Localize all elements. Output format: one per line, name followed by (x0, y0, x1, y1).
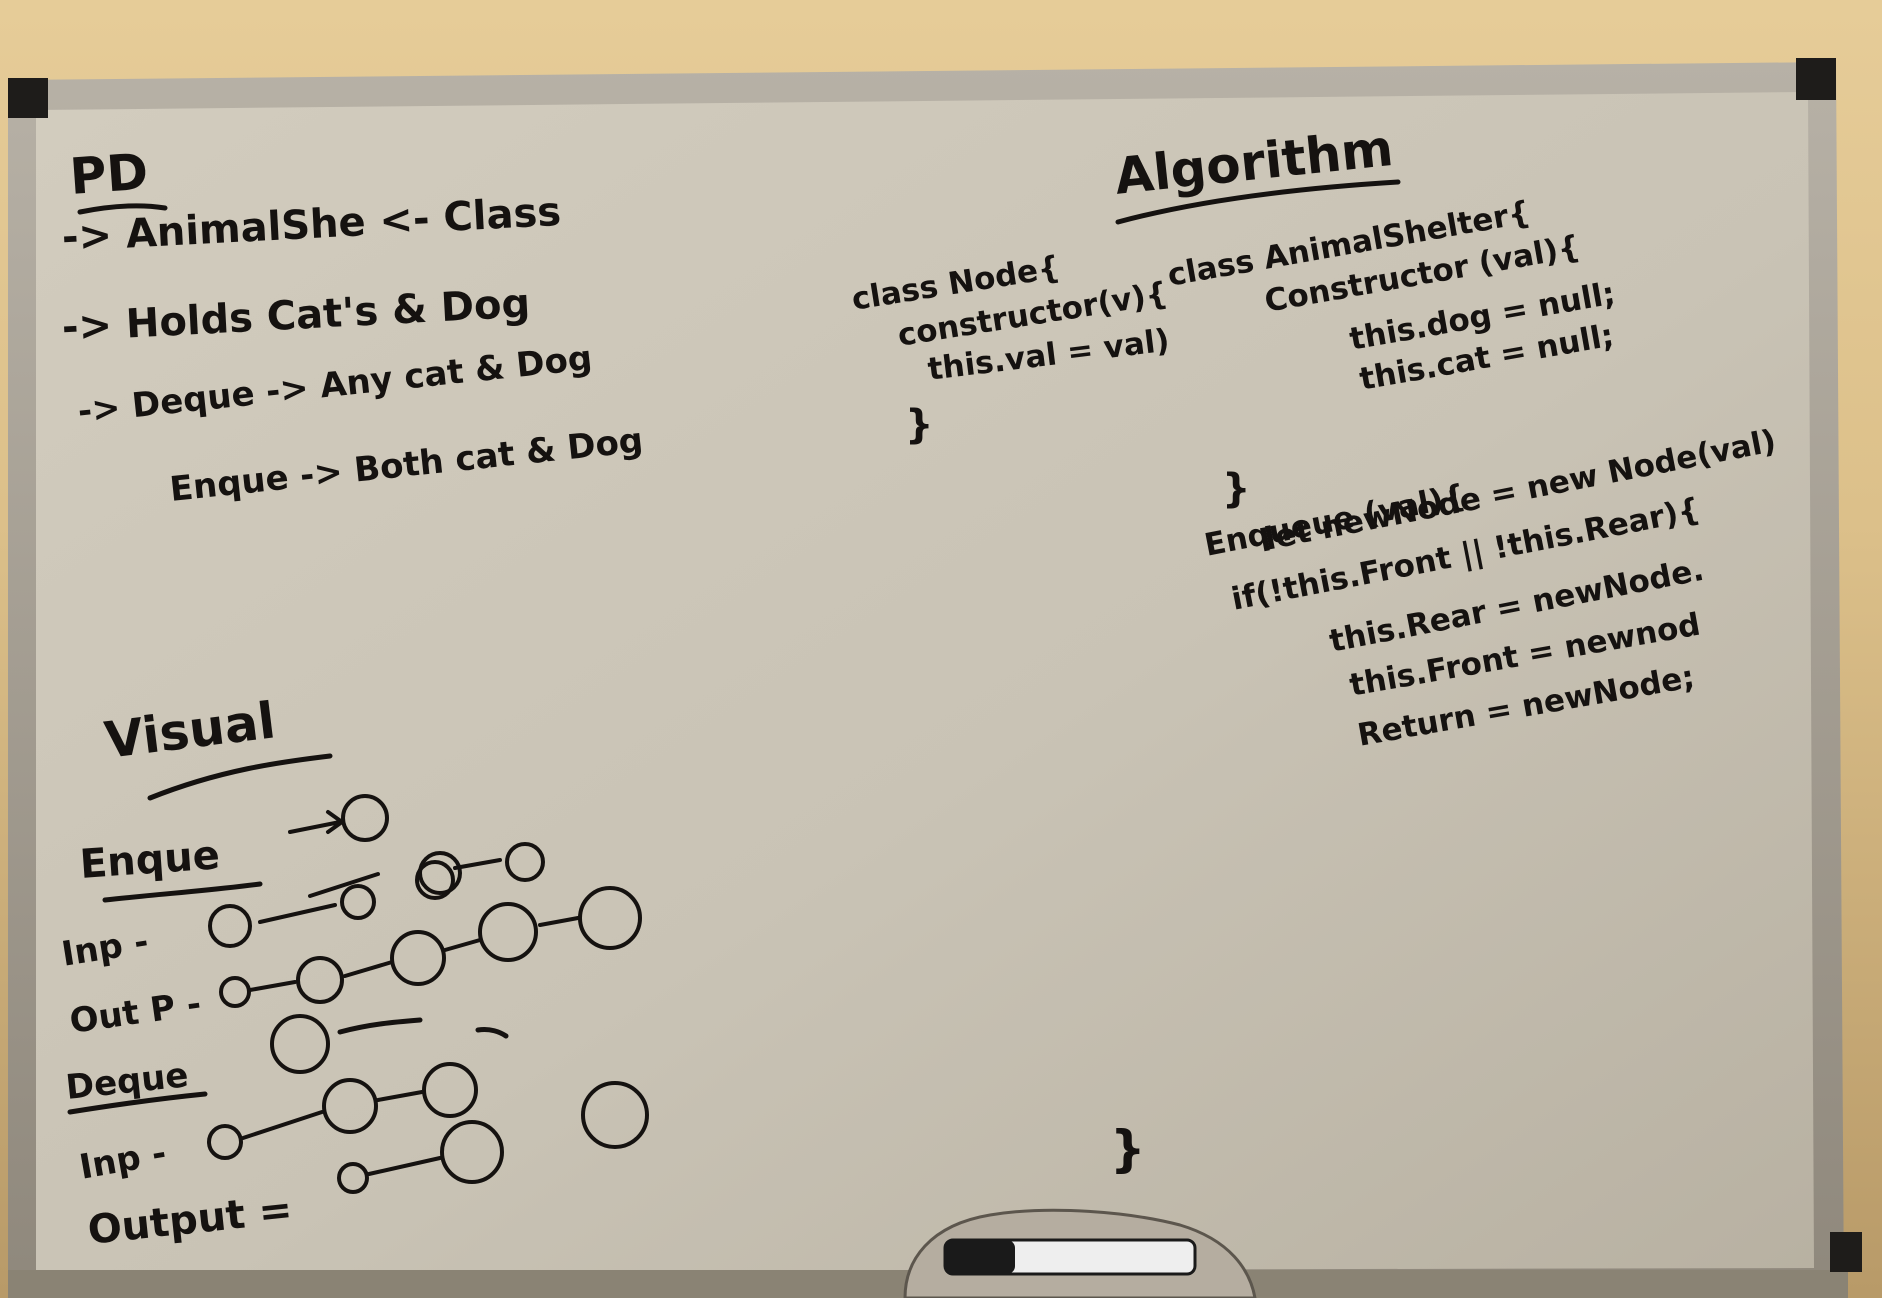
arrow-icon (343, 960, 394, 978)
arrow-icon (248, 980, 297, 992)
node-circle (208, 904, 252, 948)
arrow-icon (367, 1156, 442, 1176)
node-circle (322, 1078, 378, 1134)
marker-cap-icon (945, 1240, 1015, 1274)
node-circle (337, 1162, 369, 1194)
board-surface (36, 92, 1814, 1272)
arrow-icon (443, 938, 482, 952)
underline-deque (67, 1091, 208, 1115)
node-circle (296, 956, 344, 1004)
node-circle (207, 1124, 243, 1160)
underline-algorithm (1115, 179, 1401, 225)
node-circle (505, 842, 545, 882)
arrow-icon (288, 810, 346, 834)
underline-pd (77, 203, 168, 215)
node-circle (341, 794, 389, 842)
dash-stroke (475, 1027, 509, 1039)
underline-visual (147, 753, 333, 801)
node-circle (270, 1014, 330, 1074)
node-circle (440, 1120, 504, 1184)
arrow-icon (538, 916, 580, 927)
node-circle (219, 976, 251, 1008)
node-circle (415, 860, 455, 900)
node-circle (390, 930, 446, 986)
arrow-icon (453, 858, 502, 870)
underline-enque (102, 881, 263, 903)
corner-bracket-icon (1796, 58, 1836, 100)
pd-heading: PD (67, 142, 150, 206)
dash-stroke (337, 1017, 423, 1035)
node-circle (340, 884, 376, 920)
algo-node-line: } (905, 402, 934, 448)
arrow-icon (241, 1110, 324, 1140)
arrow-icon (258, 903, 337, 924)
node-circle (478, 902, 538, 962)
node-circle (581, 1081, 649, 1149)
algo-shelter-line: } (1222, 466, 1251, 512)
algo-closing-brace: } (1110, 1120, 1146, 1178)
arrow-icon (308, 872, 380, 898)
visual-enque-label: Enque (78, 832, 222, 888)
corner-bracket-icon (1830, 1232, 1862, 1272)
node-circle (422, 1062, 478, 1118)
corner-bracket-icon (8, 78, 48, 118)
arrow-icon (376, 1090, 424, 1102)
